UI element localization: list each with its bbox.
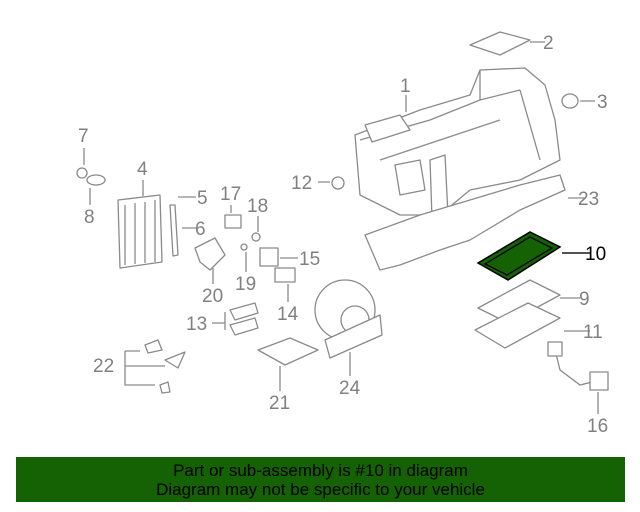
- callout-23[interactable]: 23: [578, 189, 599, 210]
- callout-8[interactable]: 8: [84, 207, 95, 228]
- part-21-cover[interactable]: [257, 337, 319, 366]
- part-18-oring[interactable]: [251, 232, 261, 242]
- callout-18[interactable]: 18: [247, 196, 268, 217]
- part-2-seal[interactable]: [469, 31, 531, 56]
- callout-9[interactable]: 9: [579, 289, 590, 310]
- callout-22[interactable]: 22: [93, 356, 114, 377]
- part-1-hvac-housing[interactable]: [354, 67, 561, 219]
- callout-20[interactable]: 20: [202, 286, 223, 307]
- part-13-clips[interactable]: [229, 302, 259, 336]
- part-3-grommet[interactable]: [561, 93, 579, 109]
- callout-2[interactable]: 2: [543, 33, 554, 54]
- part-6-seal[interactable]: [169, 204, 179, 257]
- banner-line-part: Part or sub-assembly is #10 in diagram: [173, 461, 468, 480]
- callout-7[interactable]: 7: [78, 126, 89, 147]
- callout-24[interactable]: 24: [339, 378, 361, 399]
- callout-10[interactable]: 10: [585, 244, 606, 265]
- callout-labels: 2 3 1 7 4 5 17 18 12 23 10 8 6 15 19 9 2…: [78, 33, 608, 437]
- part-17-sensor[interactable]: [224, 214, 242, 229]
- part-23-duct[interactable]: [364, 174, 566, 271]
- callout-3[interactable]: 3: [597, 92, 608, 113]
- part-22-fasteners[interactable]: [144, 339, 186, 394]
- callout-12[interactable]: 12: [291, 173, 312, 194]
- part-15-bracket[interactable]: [259, 247, 279, 267]
- part-info-banner: Part or sub-assembly is #10 in diagram D…: [16, 457, 625, 502]
- part-4-heater-core[interactable]: [117, 194, 163, 269]
- callout-15[interactable]: 15: [299, 249, 320, 270]
- callout-6[interactable]: 6: [195, 219, 206, 240]
- part-19-seal[interactable]: [240, 243, 248, 251]
- callout-19[interactable]: 19: [235, 274, 256, 295]
- part-8-gasket[interactable]: [86, 174, 106, 186]
- part-14-resistor[interactable]: [274, 267, 296, 283]
- callout-17[interactable]: 17: [220, 184, 241, 205]
- callout-14[interactable]: 14: [277, 304, 299, 325]
- part-24-blower-motor[interactable]: [314, 279, 383, 359]
- part-7-clip[interactable]: [76, 167, 88, 179]
- part-10-highlighted-filter[interactable]: [476, 231, 562, 281]
- callout-5[interactable]: 5: [197, 188, 208, 209]
- callout-13[interactable]: 13: [186, 314, 207, 335]
- part-12-clip[interactable]: [331, 176, 345, 190]
- callout-21[interactable]: 21: [269, 393, 290, 414]
- callout-16[interactable]: 16: [587, 416, 608, 437]
- part-11-filter[interactable]: [474, 302, 561, 349]
- callout-1[interactable]: 1: [400, 76, 411, 97]
- banner-line-disclaimer: Diagram may not be specific to your vehi…: [156, 480, 485, 499]
- part-20-actuator[interactable]: [194, 237, 226, 271]
- callout-11[interactable]: 11: [583, 322, 603, 343]
- leader-lines: [83, 41, 599, 414]
- callout-4[interactable]: 4: [137, 159, 148, 180]
